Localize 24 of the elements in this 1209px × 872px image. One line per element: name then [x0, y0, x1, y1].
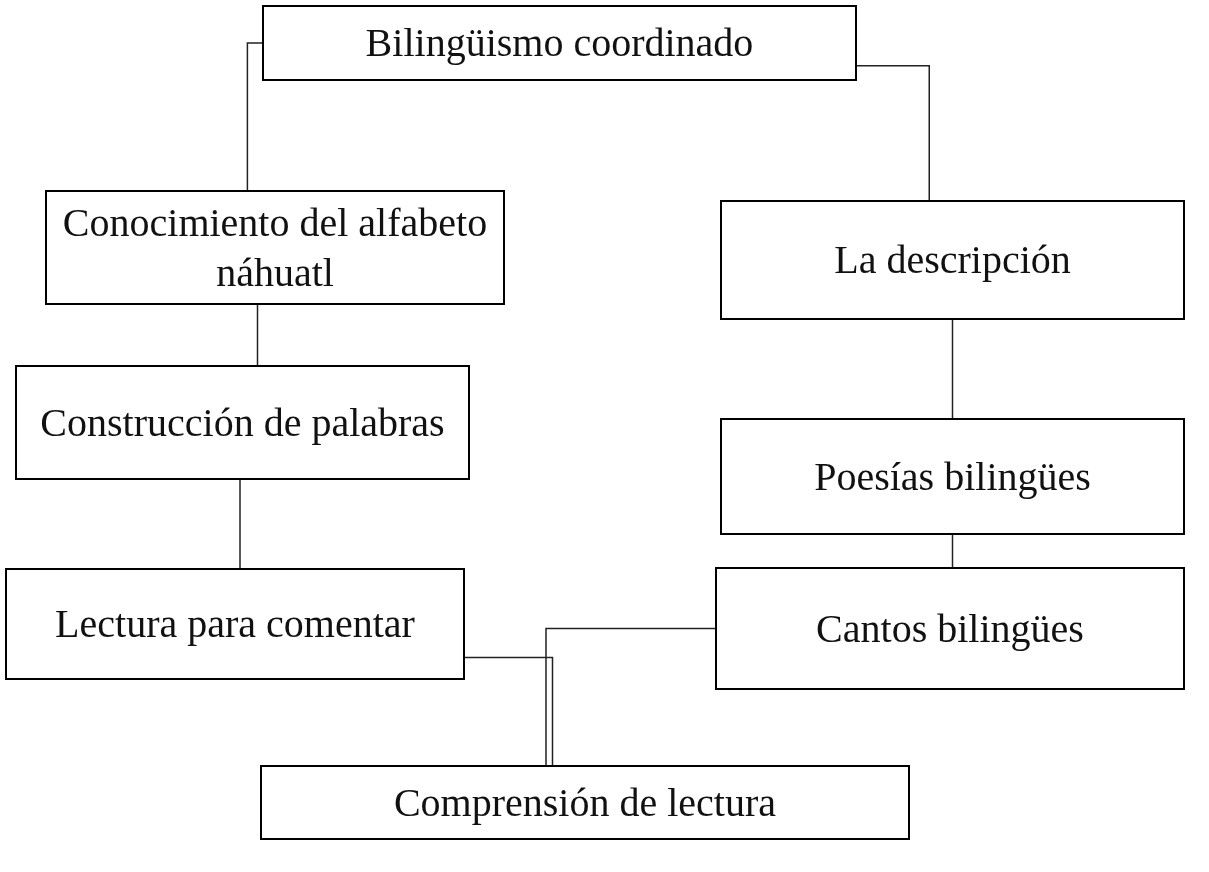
box-label: Lectura para comentar	[55, 600, 415, 648]
connector-line	[256, 304, 259, 366]
process-box	[45, 190, 505, 305]
connector-line	[239, 479, 241, 569]
process-box	[262, 5, 857, 81]
process-box	[5, 568, 465, 680]
connector-line	[951, 319, 954, 419]
process-box	[260, 765, 910, 840]
process-box	[720, 200, 1185, 320]
connector-line	[246, 42, 263, 191]
box-label: Cantos bilingües	[816, 604, 1084, 653]
box-label: La descripción	[834, 236, 1071, 284]
connector-line	[545, 627, 716, 766]
process-box	[715, 567, 1185, 690]
connector-line	[951, 534, 954, 568]
connector-line	[856, 65, 930, 201]
connector-line	[464, 656, 554, 766]
box-label: Comprensión de lectura	[393, 778, 777, 827]
box-label: Conocimiento del alfabeto náhuatl	[61, 198, 489, 297]
box-label: Poesías bilingües	[814, 452, 1091, 501]
box-label: Construcción de palabras	[40, 398, 445, 447]
process-box	[720, 418, 1185, 535]
process-box	[15, 365, 470, 480]
box-label: Bilingüismo coordinado	[365, 19, 754, 67]
